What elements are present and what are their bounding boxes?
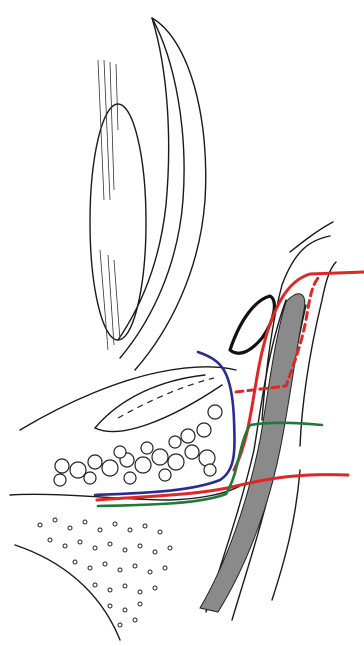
- lower-outlines: [10, 486, 240, 640]
- gray-band: [200, 294, 305, 612]
- oval-body: [90, 60, 146, 350]
- fat-cells: [54, 405, 222, 486]
- lid-fold: [20, 367, 236, 432]
- lens-outline: [118, 18, 206, 370]
- colored-lines: [95, 272, 364, 506]
